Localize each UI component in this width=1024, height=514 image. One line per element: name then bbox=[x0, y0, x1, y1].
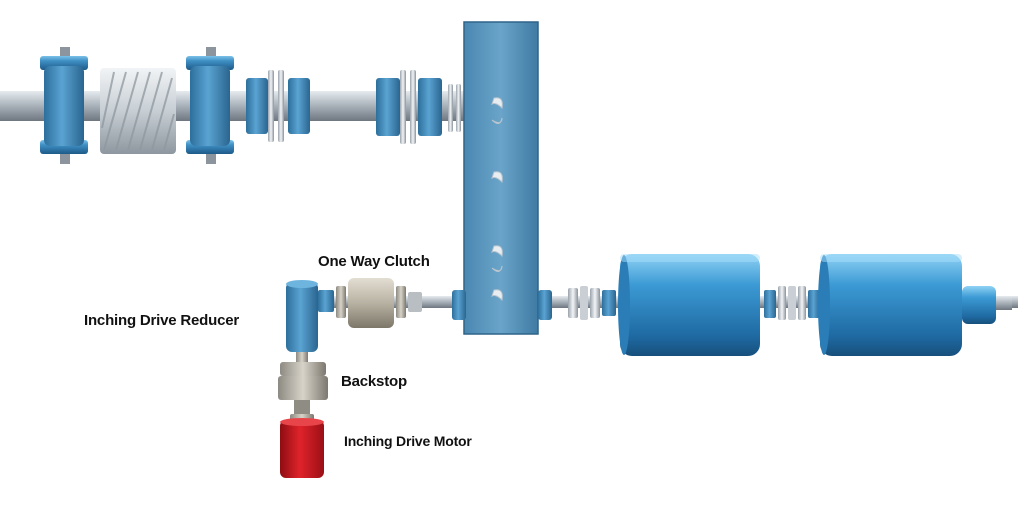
vertical-drive-plate bbox=[452, 21, 552, 335]
one-way-clutch bbox=[318, 278, 452, 328]
inching-drive-reducer bbox=[286, 280, 318, 364]
coupling-2 bbox=[376, 70, 461, 144]
label-backstop: Backstop bbox=[341, 373, 407, 390]
label-one-way-clutch: One Way Clutch bbox=[318, 253, 430, 270]
inching-drive-motor bbox=[280, 418, 324, 478]
bearing-block-1 bbox=[40, 47, 88, 164]
label-inching-drive-reducer: Inching Drive Reducer bbox=[84, 312, 240, 329]
backstop bbox=[278, 362, 328, 424]
helical-gear bbox=[100, 68, 176, 154]
flex-coupling-2 bbox=[764, 286, 820, 320]
label-inching-drive-motor: Inching Drive Motor bbox=[344, 433, 472, 449]
coupling-1 bbox=[246, 70, 310, 142]
flex-coupling-1 bbox=[568, 286, 616, 320]
roller-cylinder-1 bbox=[618, 254, 760, 356]
bearing-block-2 bbox=[186, 47, 234, 164]
roller-cylinder-2 bbox=[818, 254, 1012, 356]
